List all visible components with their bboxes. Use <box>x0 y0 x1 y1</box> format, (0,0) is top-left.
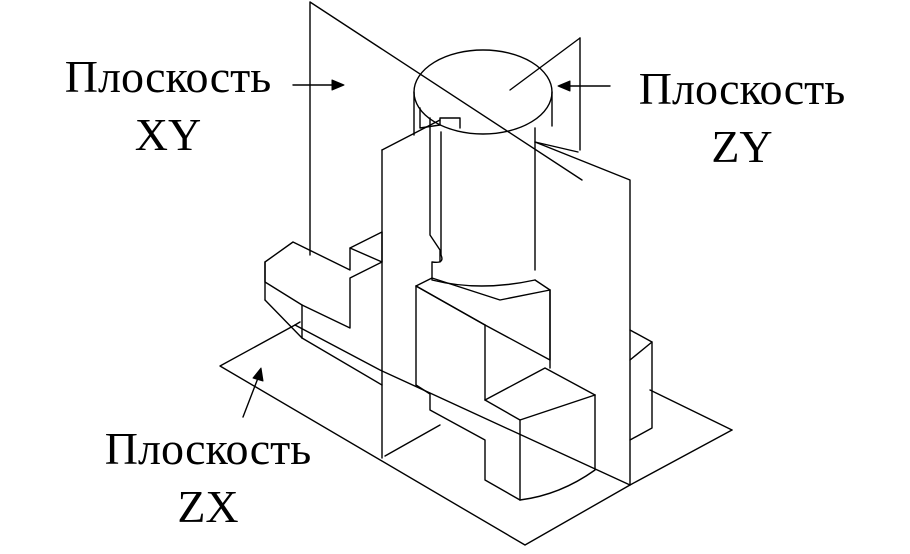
central-slab <box>381 117 631 486</box>
plane-zx <box>219 321 733 546</box>
label-plane-zy-axes: ZY <box>711 121 773 172</box>
front-step-block <box>415 277 596 501</box>
label-plane-xy-axes: XY <box>134 109 202 160</box>
arrow-zy <box>557 80 611 92</box>
cylinder <box>413 49 553 291</box>
label-plane-zx: Плоскость ZX <box>90 420 326 536</box>
arrow-zx <box>242 367 264 418</box>
label-plane-zy: Плоскость ZY <box>624 60 860 176</box>
label-plane-zx-axes: ZX <box>177 481 239 532</box>
arrow-xy <box>292 79 345 91</box>
label-plane-xy-word: Плоскость <box>64 51 272 102</box>
plane-xy <box>309 1 583 256</box>
plane-zy <box>509 37 581 151</box>
label-plane-zx-word: Плоскость <box>104 423 312 474</box>
label-plane-xy: Плоскость XY <box>50 48 286 164</box>
right-back-block <box>629 329 653 441</box>
left-step-block <box>264 231 383 386</box>
label-plane-zy-word: Плоскость <box>638 63 846 114</box>
